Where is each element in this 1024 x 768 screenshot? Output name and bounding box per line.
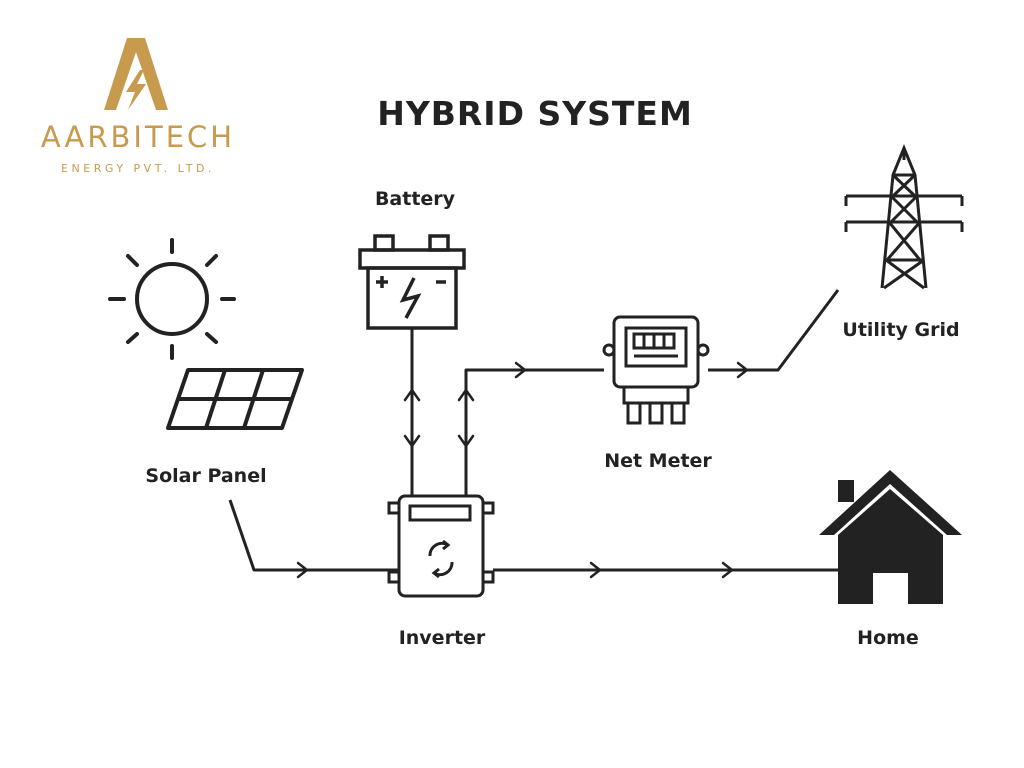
net-meter-icon [602,315,710,425]
logo-wordmark: AARBITECH [40,120,236,154]
logo-a-icon [104,38,168,110]
solar-panel-icon [166,368,304,430]
arrow-battery-up [403,387,421,402]
arrow-home-right-2 [721,561,735,579]
sun-icon [108,238,236,360]
battery-label: Battery [374,188,456,210]
diagram-title: HYBRID SYSTEM [377,94,693,133]
connection-lines [228,289,840,572]
arrow-solar-right [296,561,310,579]
inverter-to-meter-line [464,368,604,496]
inverter-icon [387,494,495,598]
battery-icon [358,234,466,330]
house-icon [819,470,962,604]
arrow-meter-down [457,434,475,449]
transmission-tower-icon [844,144,964,290]
net-meter-label: Net Meter [604,450,712,472]
solar-panel-label: Solar Panel [145,465,267,487]
solar-to-inverter-line [228,499,399,572]
arrow-meter-right [514,361,528,379]
arrow-home-right-1 [589,561,603,579]
arrow-grid-right [736,361,750,379]
utility-grid-label: Utility Grid [842,319,960,341]
meter-to-grid-line [708,289,840,372]
inverter-label: Inverter [398,627,486,649]
logo-subtitle: ENERGY PVT. LTD. [61,162,215,175]
home-label: Home [857,627,919,649]
flow-arrows [296,361,750,579]
arrow-meter-up [457,387,475,402]
arrow-battery-down [403,434,421,449]
